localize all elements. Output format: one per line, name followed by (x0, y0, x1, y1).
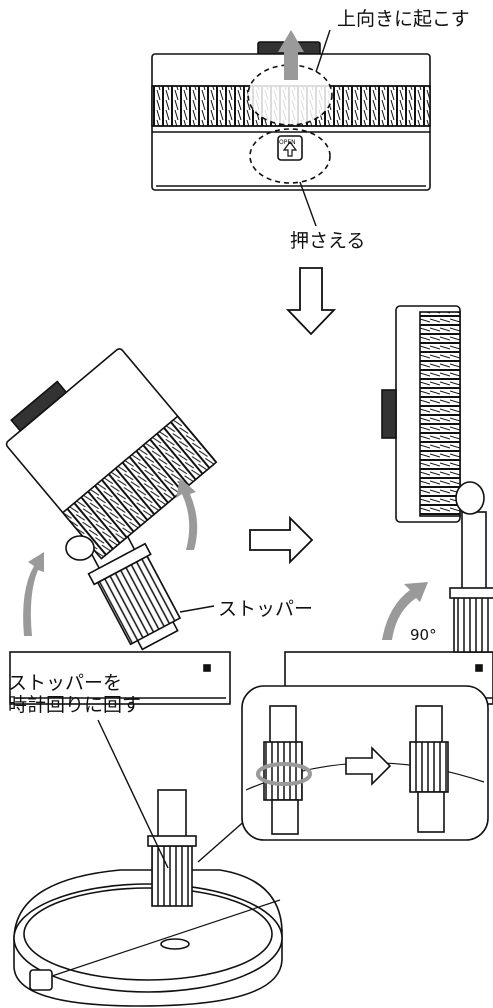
fan-base-rotate-view (13, 719, 283, 1007)
fan-folded-top-view (151, 29, 431, 227)
fan-tilted-view (5, 348, 231, 705)
curved-arrow-icon (382, 582, 428, 640)
up-arrow-icon (278, 30, 304, 80)
curved-arrow-icon (23, 478, 198, 636)
rotate-label-line2: 時計回りに回す (8, 694, 142, 716)
rotate-label-line1: ストッパーを (8, 672, 123, 694)
fan-upright-view (284, 305, 493, 705)
angle-label: 90° (410, 626, 437, 644)
down-arrow-icon (285, 267, 337, 336)
open-badge: OPEN (279, 139, 296, 146)
right-arrow-icon (249, 515, 314, 565)
right-arrow-icon (345, 746, 392, 786)
lift-up-label: 上向きに起こす (337, 8, 470, 30)
press-label: 押さえる (290, 230, 366, 252)
stopper-label: ストッパー (218, 598, 314, 620)
